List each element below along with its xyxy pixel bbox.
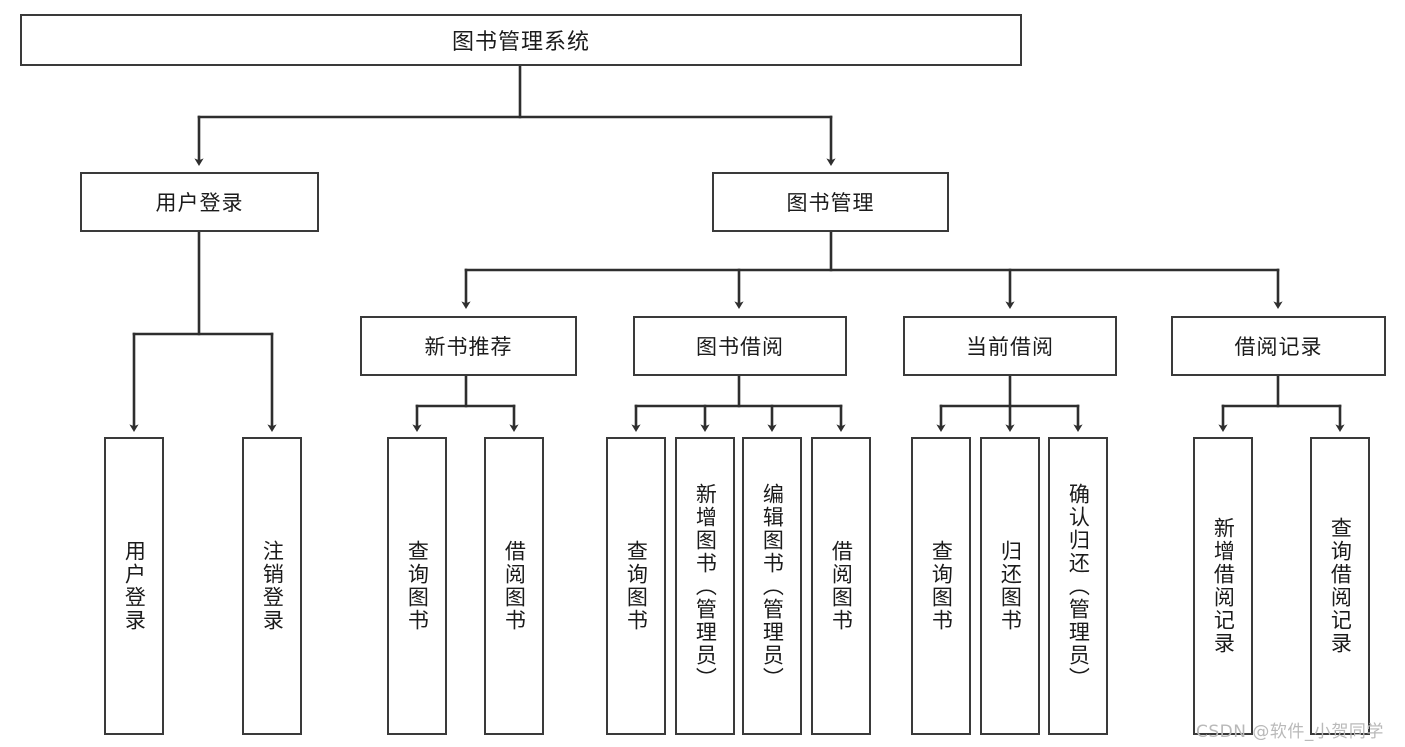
leaf-current-borrow-query[interactable]: 查询图书 — [911, 437, 971, 735]
leaf-book-borrow-add[interactable]: 新增图书（管理员） — [675, 437, 735, 735]
leaf-book-borrow-borrow[interactable]: 借阅图书 — [811, 437, 871, 735]
leaf-current-borrow-confirm[interactable]: 确认归还（管理员） — [1048, 437, 1108, 735]
node-book-borrow[interactable]: 图书借阅 — [633, 316, 847, 376]
leaf-user-login-signin[interactable]: 用户登录 — [104, 437, 164, 735]
node-root-system[interactable]: 图书管理系统 — [20, 14, 1022, 66]
node-borrow-record[interactable]: 借阅记录 — [1171, 316, 1386, 376]
node-current-borrow[interactable]: 当前借阅 — [903, 316, 1117, 376]
leaf-new-book-query[interactable]: 查询图书 — [387, 437, 447, 735]
leaf-borrow-record-query[interactable]: 查询借阅记录 — [1310, 437, 1370, 735]
leaf-book-borrow-query[interactable]: 查询图书 — [606, 437, 666, 735]
node-user-login[interactable]: 用户登录 — [80, 172, 319, 232]
leaf-borrow-record-add[interactable]: 新增借阅记录 — [1193, 437, 1253, 735]
leaf-book-borrow-edit[interactable]: 编辑图书（管理员） — [742, 437, 802, 735]
leaf-current-borrow-return[interactable]: 归还图书 — [980, 437, 1040, 735]
node-book-management[interactable]: 图书管理 — [712, 172, 949, 232]
node-new-book-recommend[interactable]: 新书推荐 — [360, 316, 577, 376]
leaf-new-book-borrow[interactable]: 借阅图书 — [484, 437, 544, 735]
leaf-user-login-signout[interactable]: 注销登录 — [242, 437, 302, 735]
csdn-watermark: CSDN @软件_小贺同学 — [1196, 722, 1384, 742]
